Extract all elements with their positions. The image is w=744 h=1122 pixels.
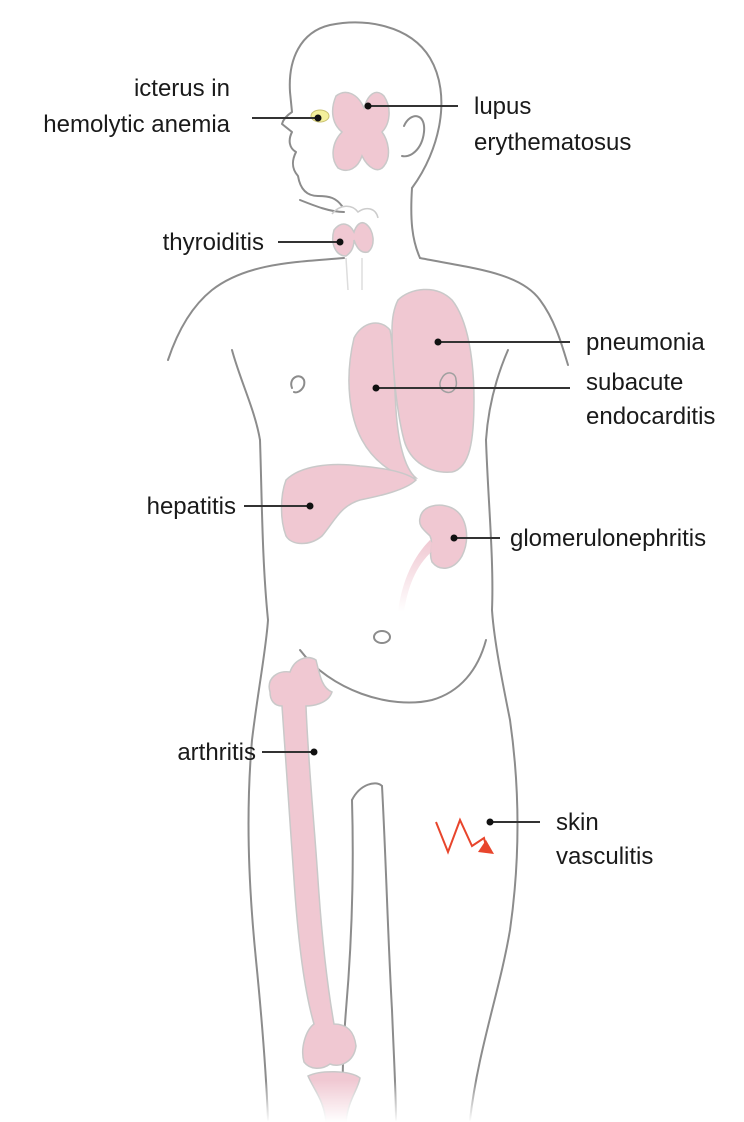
face-rash bbox=[333, 92, 389, 170]
label-glomerulonephritis: glomerulonephritis bbox=[510, 525, 706, 552]
organs bbox=[240, 92, 500, 1122]
femur bbox=[269, 658, 356, 1069]
label-vasculitis-line1: skin bbox=[556, 809, 599, 836]
navel bbox=[374, 631, 390, 643]
dot-vasculitis bbox=[487, 819, 494, 826]
label-endocarditis-line1: subacute bbox=[586, 369, 683, 396]
trachea bbox=[346, 258, 362, 290]
leg-fade bbox=[240, 1080, 500, 1122]
label-hepatitis: hepatitis bbox=[147, 493, 236, 520]
label-endocarditis-line2: endocarditis bbox=[586, 403, 715, 430]
dot-lupus bbox=[365, 103, 372, 110]
dot-hepatitis bbox=[307, 503, 314, 510]
ear-outline bbox=[402, 116, 424, 156]
dot-arthritis bbox=[311, 749, 318, 756]
dot-glomerulonephritis bbox=[451, 535, 458, 542]
liver bbox=[282, 465, 417, 544]
label-icterus-line2: hemolytic anemia bbox=[43, 111, 230, 138]
back-neck-outline bbox=[411, 188, 420, 258]
ureter bbox=[398, 540, 436, 612]
right-arm-inner bbox=[486, 350, 508, 440]
kidney bbox=[420, 505, 467, 568]
body-outline bbox=[168, 23, 568, 1120]
label-lupus-line1: lupus bbox=[474, 93, 531, 120]
left-torso-side bbox=[249, 440, 268, 1120]
dot-thyroiditis bbox=[337, 239, 344, 246]
vasculitis-arrow bbox=[436, 820, 494, 854]
label-thyroiditis: thyroiditis bbox=[163, 229, 264, 256]
label-arthritis: arthritis bbox=[177, 739, 256, 766]
dot-pneumonia bbox=[435, 339, 442, 346]
nipple-outline bbox=[291, 376, 304, 392]
crotch-outline bbox=[352, 783, 382, 800]
label-vasculitis-line2: vasculitis bbox=[556, 843, 653, 870]
left-shoulder-outline bbox=[168, 258, 344, 360]
label-icterus-line1: icterus in bbox=[134, 75, 230, 102]
dot-endocarditis bbox=[373, 385, 380, 392]
right-inner-leg bbox=[382, 786, 396, 1120]
left-arm-inner bbox=[232, 350, 260, 440]
dot-icterus bbox=[315, 115, 322, 122]
label-pneumonia: pneumonia bbox=[586, 329, 705, 356]
label-lupus-line2: erythematosus bbox=[474, 129, 631, 156]
lung-right-view bbox=[392, 289, 474, 472]
